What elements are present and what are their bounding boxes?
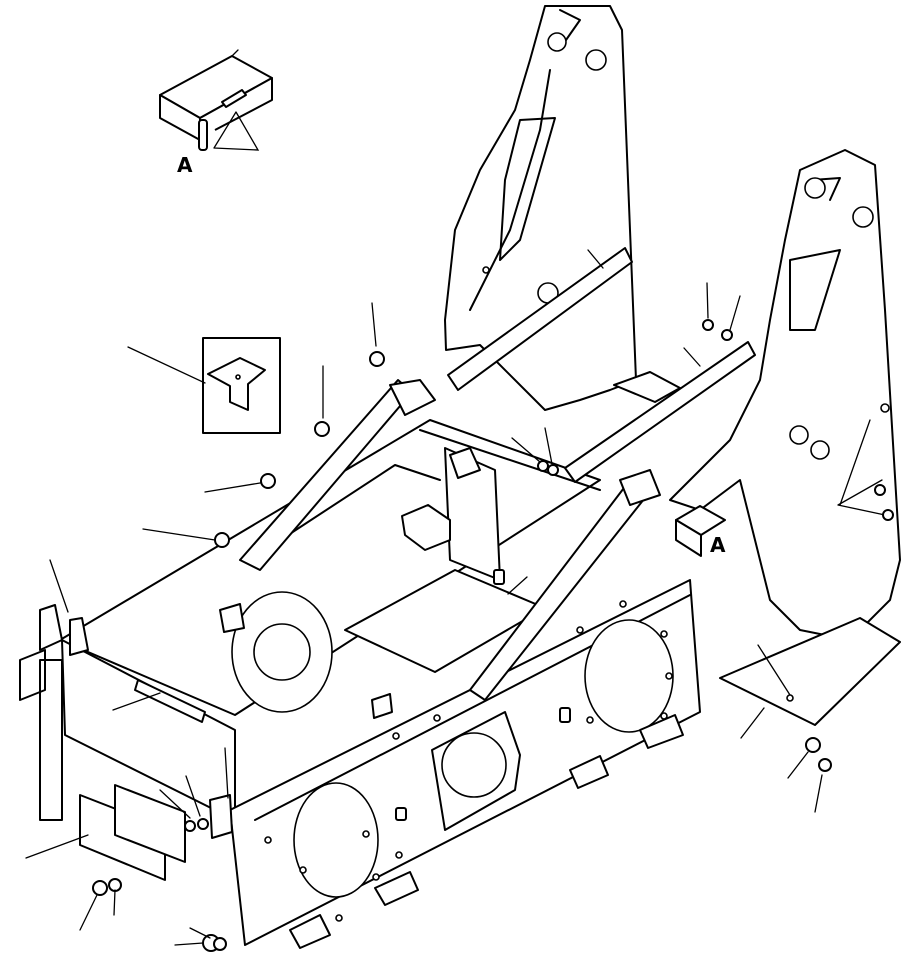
detail-a-label-top: A <box>177 153 193 177</box>
detail-a-label-frame: A <box>710 533 726 557</box>
diagonal-struts <box>239 247 756 701</box>
detail-a-inset: A <box>159 49 273 177</box>
bottom-plate <box>719 617 901 726</box>
bracket-detail-inset <box>202 337 281 434</box>
detail-a-frame-block: A <box>675 505 726 557</box>
panel-holes <box>264 600 673 922</box>
main-frame <box>19 419 701 949</box>
right-tower <box>669 149 901 641</box>
brackets <box>79 371 681 881</box>
leader-lines <box>25 249 823 946</box>
left-tower <box>444 5 637 411</box>
fasteners <box>92 319 894 952</box>
